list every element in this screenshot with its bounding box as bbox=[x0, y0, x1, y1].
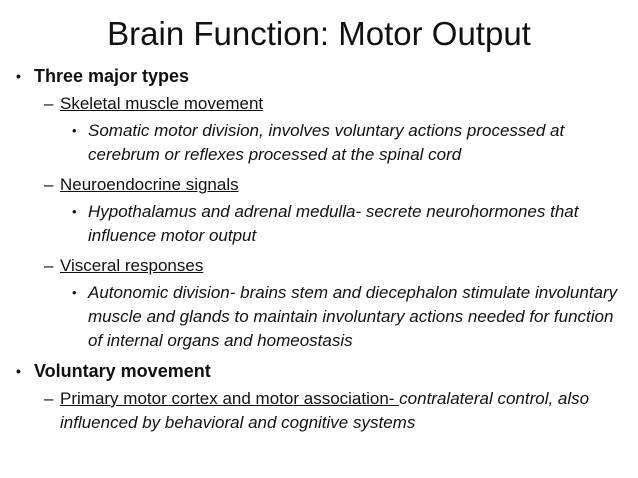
bullet-item-skeletal-muscle-movement: – Skeletal muscle movement bbox=[0, 92, 638, 116]
bullet-item-primary-motor-cortex: – Primary motor cortex and motor associa… bbox=[0, 387, 638, 435]
bullet-text: Somatic motor division, involves volunta… bbox=[88, 121, 565, 164]
bullet-text: Voluntary movement bbox=[34, 361, 211, 381]
bullet-item-three-major-types: • Three major types bbox=[0, 64, 638, 88]
dash-icon: – bbox=[44, 94, 54, 113]
bullet-text-italic-segment: contralateral control, also influenced b… bbox=[60, 389, 590, 432]
bullet-text: Neuroendocrine signals bbox=[60, 175, 239, 194]
bullet-text: Skeletal muscle movement bbox=[60, 94, 264, 113]
slide-title: Brain Function: Motor Output bbox=[107, 15, 531, 52]
bullet-item-neuroendocrine-signals: – Neuroendocrine signals bbox=[0, 173, 638, 197]
dash-icon: – bbox=[44, 389, 54, 408]
dash-icon: – bbox=[44, 175, 54, 194]
bullet-text: Autonomic division- brains stem and diec… bbox=[88, 283, 618, 350]
bullet-text: Hypothalamus and adrenal medulla- secret… bbox=[88, 202, 579, 245]
bullet-icon: • bbox=[16, 363, 21, 379]
bullet-icon: • bbox=[72, 123, 77, 138]
bullet-item-visceral-responses: – Visceral responses bbox=[0, 254, 638, 278]
bullet-item-voluntary-movement: • Voluntary movement bbox=[0, 359, 638, 383]
bullet-text: Primary motor cortex and motor associati… bbox=[60, 387, 630, 435]
bullet-item-somatic-motor-division: • Somatic motor division, involves volun… bbox=[0, 119, 638, 167]
bullet-text-underlined-segment: Primary motor cortex and motor associati… bbox=[60, 389, 400, 408]
bullet-icon: • bbox=[16, 68, 21, 84]
bullet-icon: • bbox=[72, 285, 77, 300]
bullet-text: Three major types bbox=[34, 66, 190, 86]
bullet-item-autonomic-division: • Autonomic division- brains stem and di… bbox=[0, 281, 638, 353]
bullet-text: Visceral responses bbox=[60, 256, 204, 275]
dash-icon: – bbox=[44, 256, 54, 275]
bullet-item-hypothalamus-adrenal-medulla: • Hypothalamus and adrenal medulla- secr… bbox=[0, 200, 638, 248]
bullet-icon: • bbox=[72, 204, 77, 219]
